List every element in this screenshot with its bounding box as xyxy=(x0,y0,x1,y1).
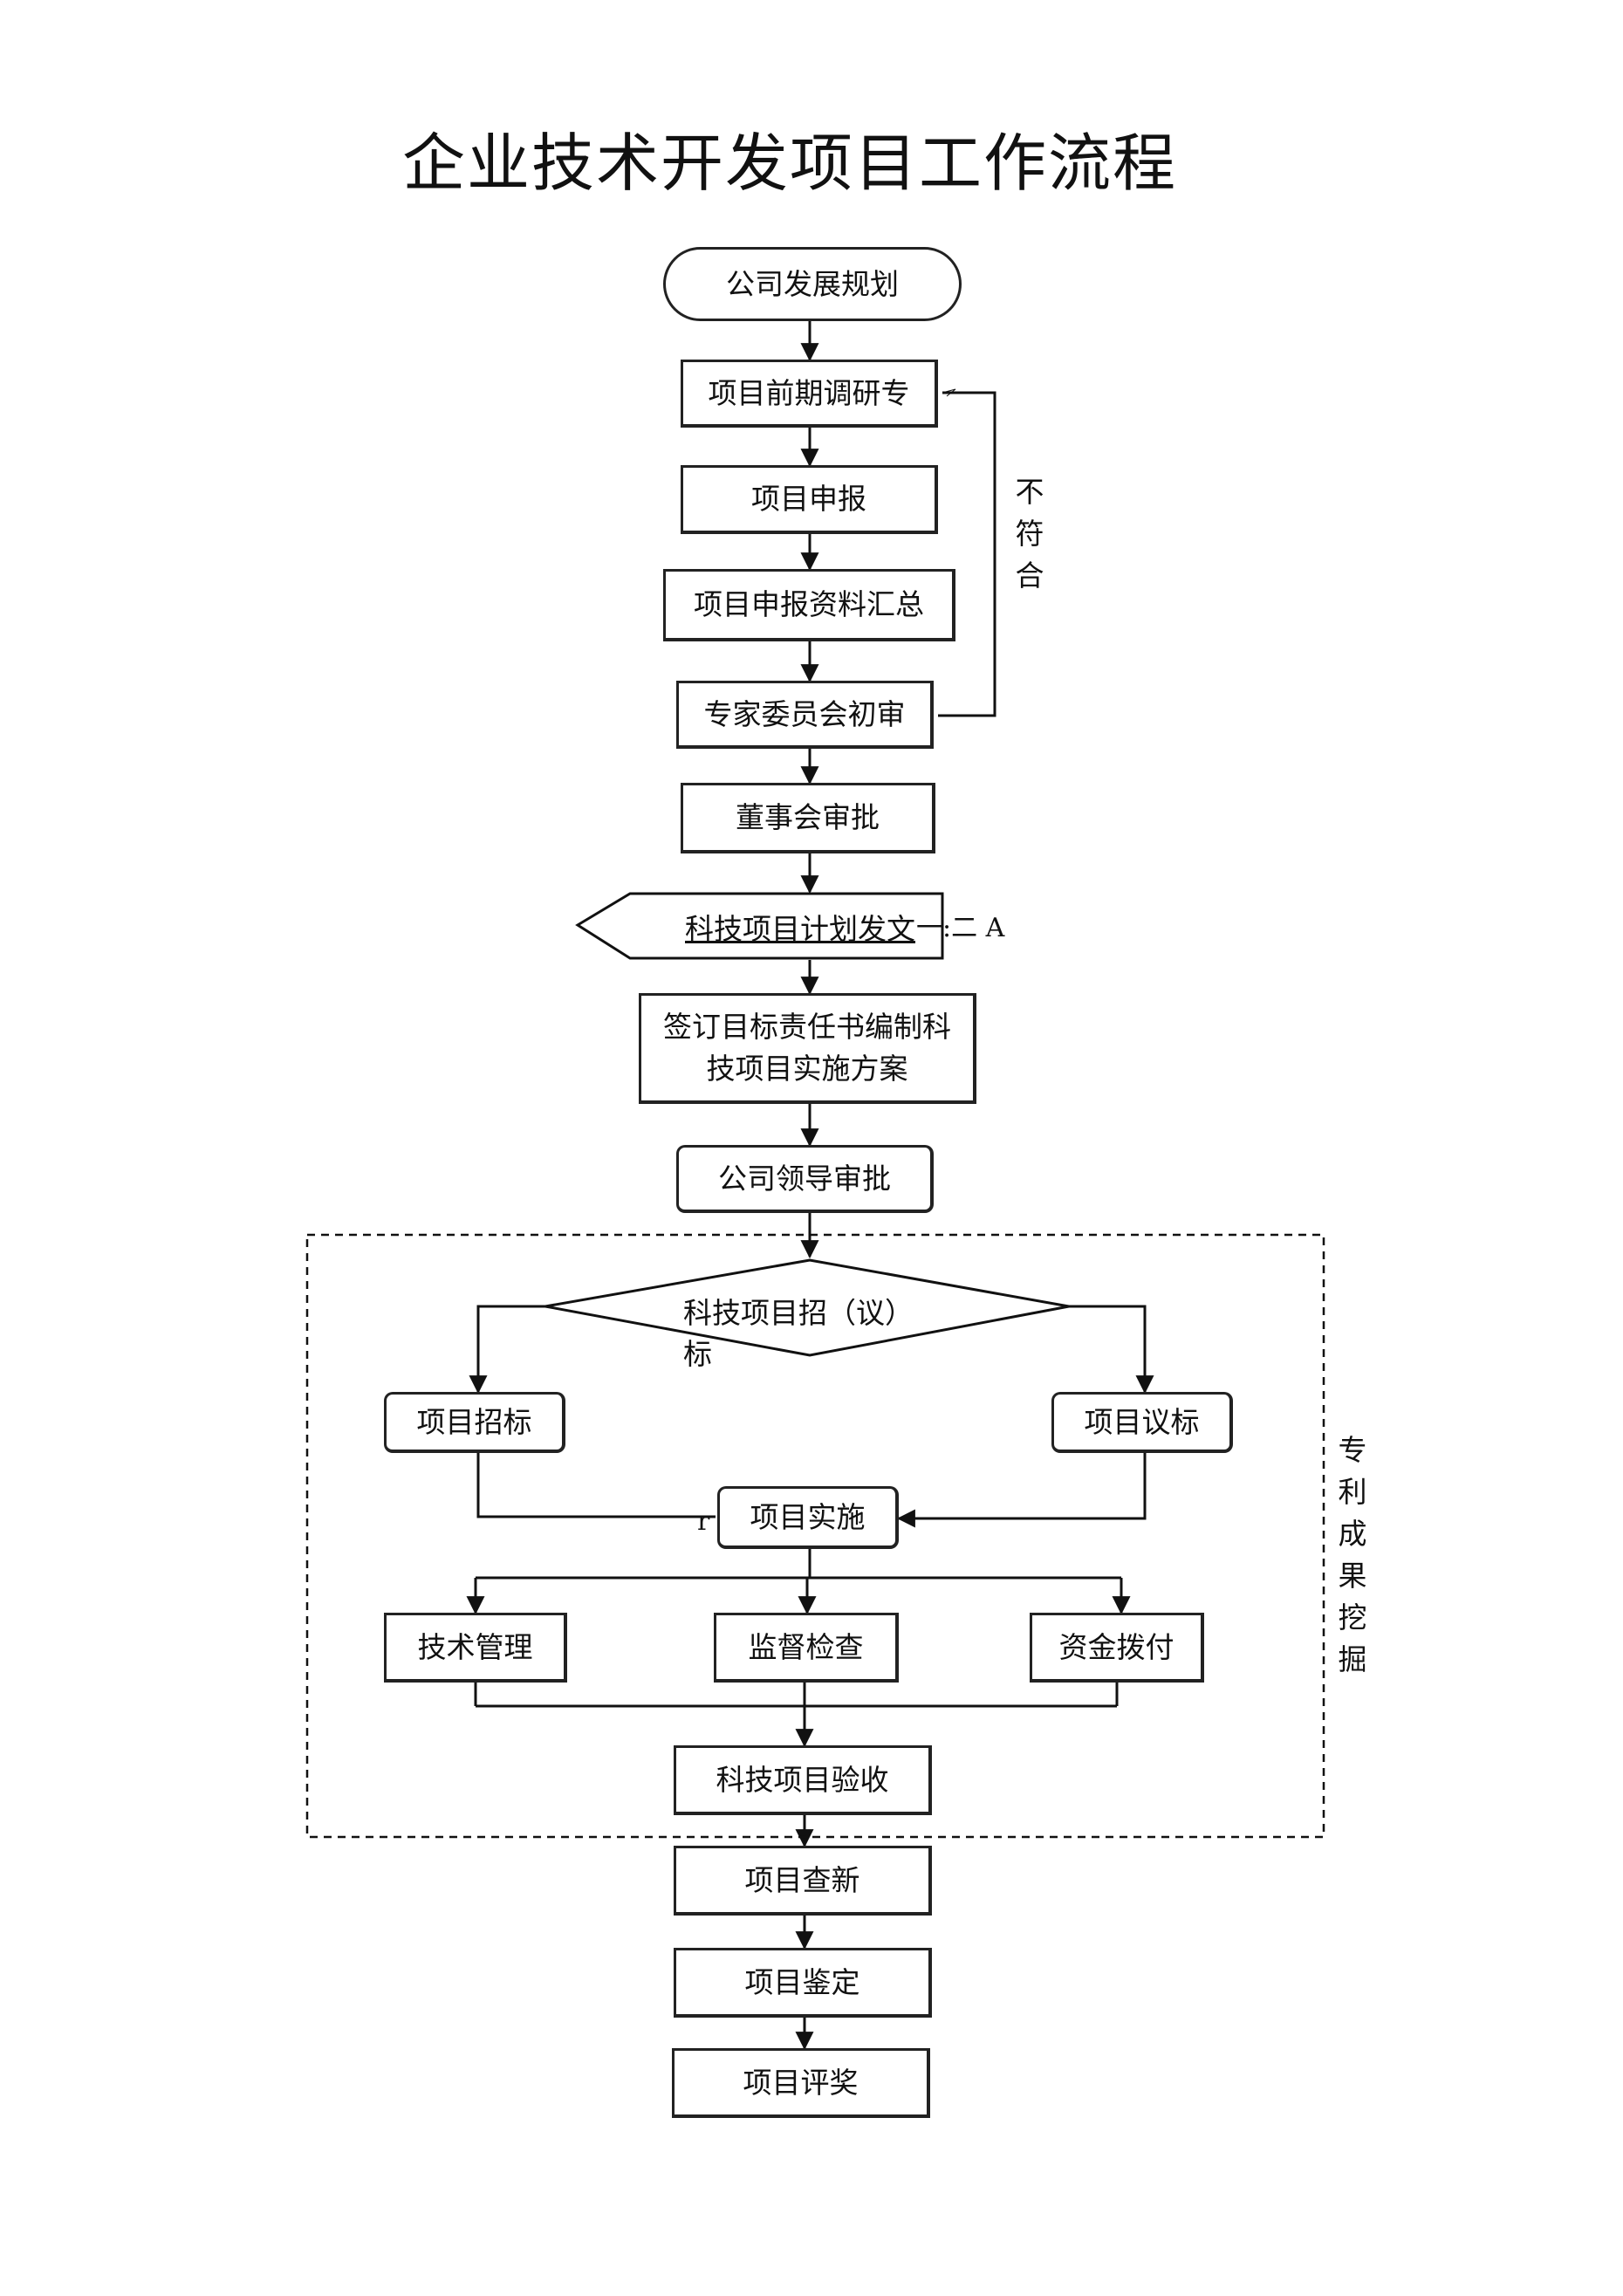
node-company-plan: 公司发展规划 xyxy=(663,247,962,321)
implement-label: 项目实施 xyxy=(750,1499,866,1534)
node-implement: r 项目实施 xyxy=(697,1486,899,1549)
bid-decision-shape xyxy=(544,1258,1070,1357)
bid-decision-label-2: 标 xyxy=(683,1337,712,1371)
node-plan-doc-label: 科技项目计划发文 xyxy=(685,912,915,946)
node-award: 项目评奖 xyxy=(672,2048,930,2118)
patent-char-1: 专 xyxy=(1338,1433,1367,1467)
sign-plan-line1: 签订目标责任书编制科 xyxy=(663,1010,951,1045)
node-apply: 项目申报 xyxy=(681,465,938,534)
node-sign-plan: 签订目标责任书编制科 技项目实施方案 xyxy=(639,993,976,1104)
label-not-comply: 不 符 合 xyxy=(1012,471,1047,597)
node-expert-review: 专家委员会初审 xyxy=(676,681,934,749)
bid-decision-label-1: 科技项目招（议） xyxy=(683,1296,914,1330)
node-negotiate: 项目议标 xyxy=(1051,1392,1233,1453)
patent-boundary xyxy=(305,1233,1325,1839)
node-summary: 项目申报资料汇总 xyxy=(663,569,955,641)
label-patent-mining: 专 利 成 果 挖 掘 xyxy=(1335,1429,1370,1681)
patent-char-6: 掘 xyxy=(1338,1642,1367,1676)
patent-char-5: 挖 xyxy=(1338,1600,1367,1635)
arrow-negotiate-implement xyxy=(896,1453,1147,1528)
plan-doc-shape xyxy=(575,892,944,960)
patent-char-4: 果 xyxy=(1338,1559,1367,1593)
node-leader-approval: 公司领导审批 xyxy=(676,1145,934,1213)
arrow-decision-tender xyxy=(469,1305,545,1395)
node-tech-management: 技术管理 xyxy=(384,1613,567,1683)
feedback-line-tail xyxy=(942,388,956,397)
patent-char-2: 利 xyxy=(1338,1475,1367,1509)
not-comply-char-3: 合 xyxy=(1015,559,1044,593)
node-funding: 资金拨付 xyxy=(1030,1613,1204,1683)
line-tender-implement xyxy=(476,1453,716,1518)
node-supervise: 监督检查 xyxy=(714,1613,899,1683)
arrow-decision-negotiate xyxy=(1069,1305,1154,1395)
not-comply-char-1: 不 xyxy=(1015,475,1044,509)
not-comply-char-2: 符 xyxy=(1015,517,1044,551)
implement-prefix: r xyxy=(697,1506,710,1537)
patent-char-3: 成 xyxy=(1338,1517,1367,1551)
node-board: 董事会审批 xyxy=(681,783,935,853)
node-novelty-search: 项目查新 xyxy=(674,1846,932,1916)
node-tender: 项目招标 xyxy=(384,1392,565,1453)
node-research: 项目前期调研专 xyxy=(681,360,938,428)
feedback-line xyxy=(938,391,996,717)
node-acceptance: 科技项目验收 xyxy=(674,1745,932,1815)
node-appraisal: 项目鉴定 xyxy=(674,1948,932,2018)
page-title: 企业技术开发项目工作流程 xyxy=(401,127,1177,200)
sign-plan-line2: 技项目实施方案 xyxy=(706,1052,908,1086)
node-plan-doc-suffix: 一:二 A xyxy=(916,913,1005,943)
